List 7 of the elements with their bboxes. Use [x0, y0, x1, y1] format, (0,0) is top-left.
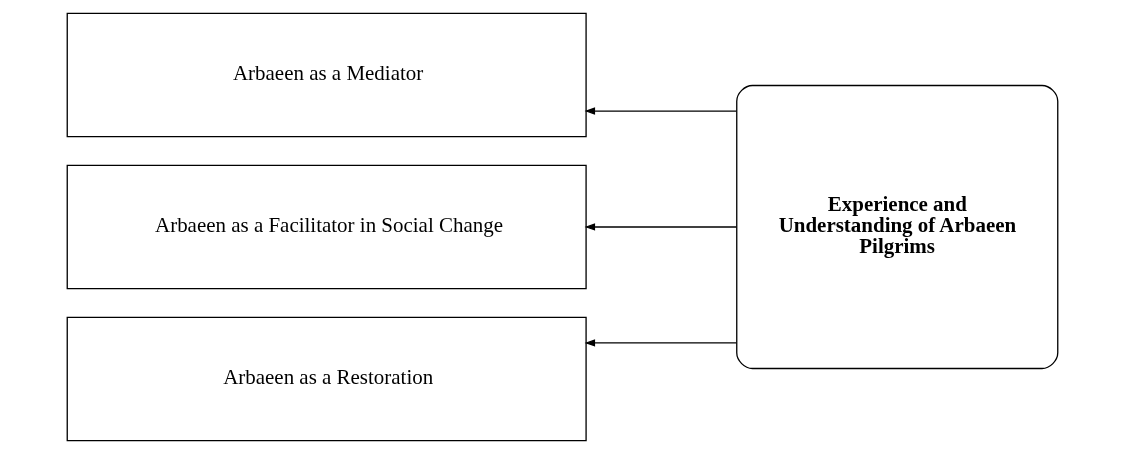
- node-box: Arbaeen as a Mediator: [66, 12, 587, 138]
- node-box: Arbaeen as a Restoration: [66, 316, 587, 442]
- arrow: [584, 107, 738, 115]
- arrow: [584, 223, 738, 231]
- node-box: Experience and Understanding of Arbaeen Pilgrims: [736, 84, 1059, 370]
- node-box: Arbaeen as a Facilitator in Social Change: [66, 164, 587, 290]
- arrow: [584, 339, 738, 347]
